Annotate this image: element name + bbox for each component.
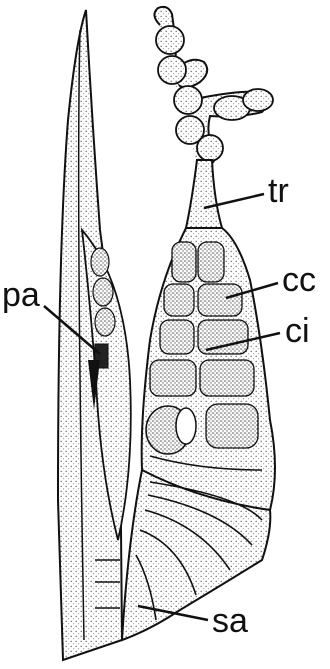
trichogyne-stalk (186, 160, 222, 228)
label-sa: sa (212, 604, 248, 638)
label-cc: cc (282, 263, 316, 297)
cell-cluster-body (142, 228, 275, 510)
apical-filament (154, 7, 273, 170)
label-pa: pa (2, 278, 40, 312)
label-tr: tr (268, 174, 289, 208)
label-ci: ci (285, 314, 310, 348)
